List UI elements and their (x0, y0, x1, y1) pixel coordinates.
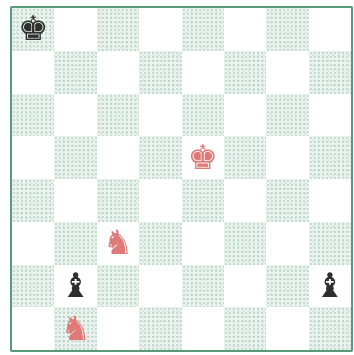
square-f2[interactable] (224, 265, 266, 308)
square-b1[interactable]: ♞ (54, 307, 96, 350)
square-a5[interactable] (12, 136, 54, 179)
square-a7[interactable] (12, 51, 54, 94)
square-h8[interactable] (309, 8, 351, 51)
square-d1[interactable] (139, 307, 181, 350)
square-e7[interactable] (182, 51, 224, 94)
square-d4[interactable] (139, 179, 181, 222)
square-a8[interactable]: ♚ (12, 8, 54, 51)
square-e6[interactable] (182, 94, 224, 137)
black-bishop-piece[interactable]: ♝ (315, 269, 345, 303)
red-king-piece[interactable]: ♚ (187, 141, 217, 175)
square-c4[interactable] (97, 179, 139, 222)
square-d7[interactable] (139, 51, 181, 94)
square-h2[interactable]: ♝ (309, 265, 351, 308)
square-c3[interactable]: ♞ (97, 222, 139, 265)
square-f1[interactable] (224, 307, 266, 350)
square-d3[interactable] (139, 222, 181, 265)
square-c6[interactable] (97, 94, 139, 137)
square-e3[interactable] (182, 222, 224, 265)
square-a3[interactable] (12, 222, 54, 265)
square-d8[interactable] (139, 8, 181, 51)
square-d6[interactable] (139, 94, 181, 137)
square-c1[interactable] (97, 307, 139, 350)
square-b7[interactable] (54, 51, 96, 94)
square-g3[interactable] (266, 222, 308, 265)
square-a2[interactable] (12, 265, 54, 308)
square-f8[interactable] (224, 8, 266, 51)
square-c8[interactable] (97, 8, 139, 51)
square-e8[interactable] (182, 8, 224, 51)
square-a4[interactable] (12, 179, 54, 222)
square-h1[interactable] (309, 307, 351, 350)
chess-board: ♚ ♚ ♞ ♝ ♝ ♞ (10, 6, 353, 352)
square-e4[interactable] (182, 179, 224, 222)
square-d2[interactable] (139, 265, 181, 308)
square-e2[interactable] (182, 265, 224, 308)
square-h6[interactable] (309, 94, 351, 137)
square-b6[interactable] (54, 94, 96, 137)
square-h5[interactable] (309, 136, 351, 179)
square-a6[interactable] (12, 94, 54, 137)
square-f5[interactable] (224, 136, 266, 179)
square-f4[interactable] (224, 179, 266, 222)
square-g6[interactable] (266, 94, 308, 137)
square-f6[interactable] (224, 94, 266, 137)
square-b5[interactable] (54, 136, 96, 179)
red-knight-piece[interactable]: ♞ (103, 226, 133, 260)
square-h4[interactable] (309, 179, 351, 222)
square-h3[interactable] (309, 222, 351, 265)
square-c7[interactable] (97, 51, 139, 94)
red-knight-piece[interactable]: ♞ (60, 312, 90, 346)
square-h7[interactable] (309, 51, 351, 94)
square-b4[interactable] (54, 179, 96, 222)
square-f7[interactable] (224, 51, 266, 94)
square-a1[interactable] (12, 307, 54, 350)
black-bishop-piece[interactable]: ♝ (60, 269, 90, 303)
square-g2[interactable] (266, 265, 308, 308)
square-e5[interactable]: ♚ (182, 136, 224, 179)
square-g5[interactable] (266, 136, 308, 179)
square-f3[interactable] (224, 222, 266, 265)
square-e1[interactable] (182, 307, 224, 350)
square-c5[interactable] (97, 136, 139, 179)
square-b8[interactable] (54, 8, 96, 51)
square-g7[interactable] (266, 51, 308, 94)
square-b2[interactable]: ♝ (54, 265, 96, 308)
square-d5[interactable] (139, 136, 181, 179)
black-king-piece[interactable]: ♚ (18, 12, 48, 46)
square-c2[interactable] (97, 265, 139, 308)
square-g1[interactable] (266, 307, 308, 350)
square-g8[interactable] (266, 8, 308, 51)
square-b3[interactable] (54, 222, 96, 265)
square-g4[interactable] (266, 179, 308, 222)
